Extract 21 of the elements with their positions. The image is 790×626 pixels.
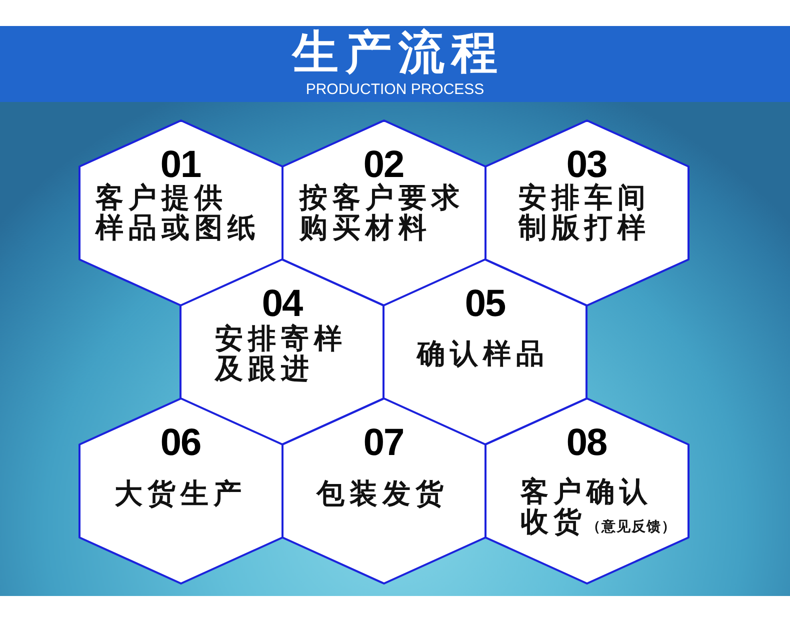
step-number: 07	[363, 424, 404, 462]
step-text: 大货生产	[114, 478, 248, 508]
page-title: 生产流程	[290, 27, 504, 77]
step-number: 01	[160, 146, 201, 184]
step-text: 客户提供样品或图纸	[96, 182, 262, 242]
step-text: 包装发货	[316, 478, 450, 508]
step-text: 客户确认收货（意见反馈）	[520, 476, 678, 540]
step-number: 04	[262, 284, 302, 322]
step-number: 08	[566, 424, 607, 462]
subtitle: PRODUCTION PROCESS	[306, 82, 484, 97]
step-text: 安排寄样及跟进	[215, 324, 348, 384]
step-text: 按客户要求购买材料	[300, 182, 466, 242]
step-number: 05	[464, 284, 506, 322]
step-number: 06	[160, 424, 201, 462]
step-number: 03	[566, 146, 607, 184]
step-number: 02	[363, 146, 404, 184]
step-text: 安排车间制版打样	[518, 182, 652, 242]
step-text: 确认样品	[417, 338, 550, 368]
hexagon-box	[484, 396, 690, 584]
hexagon-box	[280, 396, 486, 584]
hexagon-box	[78, 396, 284, 584]
